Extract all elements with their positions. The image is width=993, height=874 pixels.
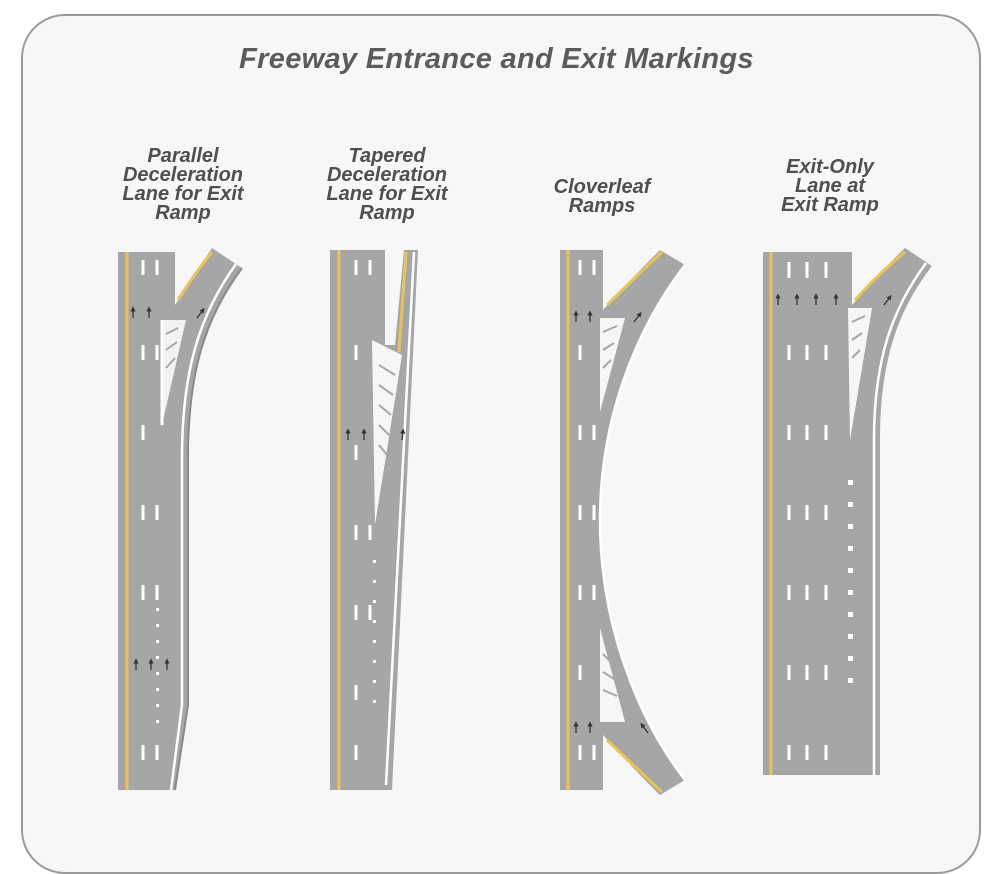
panel-parallel-deceleration (118, 248, 243, 791)
pavement (118, 248, 242, 790)
pavement (560, 250, 685, 795)
caption-cloverleaf-ramps: Cloverleaf Ramps (553, 176, 651, 217)
panel-exit-only-lane (763, 248, 932, 775)
pavement (330, 250, 418, 790)
road-diagrams (118, 248, 932, 795)
page-title: Freeway Entrance and Exit Markings (239, 43, 754, 75)
caption-tapered-deceleration: Tapered Deceleration Lane for Exit Ramp (326, 145, 448, 224)
panel-cloverleaf-ramps (560, 250, 686, 795)
caption-parallel-deceleration: Parallel Deceleration Lane for Exit Ramp (122, 145, 244, 224)
pavement (763, 248, 932, 775)
panel-tapered-deceleration (330, 250, 418, 790)
caption-exit-only-lane: Exit-Only Lane at Exit Ramp (781, 156, 879, 216)
